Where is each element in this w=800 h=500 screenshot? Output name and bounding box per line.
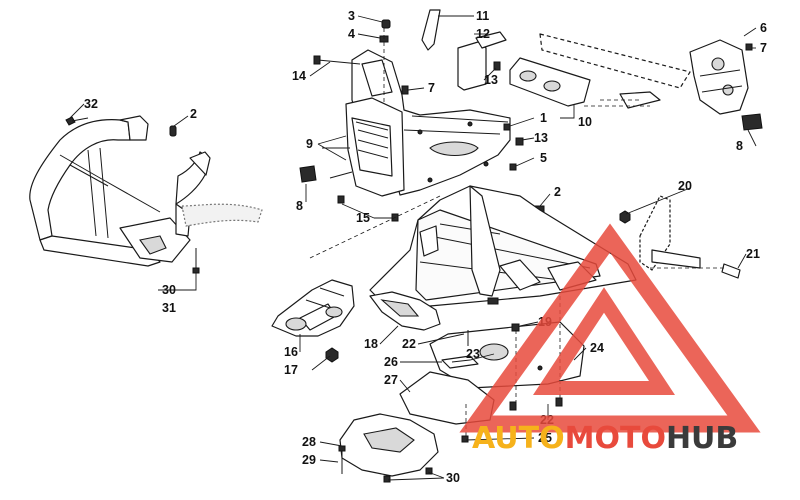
watermark-auto: AUTO — [472, 421, 565, 456]
screw-30-bottom — [383, 467, 433, 483]
bolt-29 — [338, 445, 346, 474]
callout-1: 1 — [540, 111, 547, 125]
watermark-hub: HUB — [666, 421, 738, 456]
callout-9: 9 — [306, 137, 313, 151]
front-bumper — [29, 115, 263, 267]
leader-lines — [69, 15, 757, 481]
callout-22: 22 — [402, 337, 416, 351]
callout-13: 13 — [484, 73, 498, 87]
bolt-22-23 — [467, 330, 563, 411]
bracket-6 — [689, 39, 749, 115]
callout-8: 8 — [736, 139, 743, 153]
inner-triangle-logo-icon — [533, 287, 675, 395]
automotohub-logo: AUTOMOTOHUB — [459, 223, 761, 456]
callout-11: 11 — [476, 9, 489, 23]
callout-23: 23 — [466, 347, 480, 361]
front-frame-rails — [369, 185, 637, 307]
bolt-3 — [381, 19, 391, 29]
callout-27: 27 — [384, 373, 398, 387]
callout-21: 21 — [746, 247, 760, 261]
callout-18: 18 — [364, 337, 378, 351]
nut-20 — [619, 210, 631, 224]
bracket-16 — [271, 279, 355, 337]
bumper-pad-8-right — [741, 113, 763, 131]
bumper-pad-8-left — [299, 165, 317, 183]
callout-17: 17 — [284, 363, 298, 377]
watermark-moto: MOTO — [565, 421, 666, 456]
shim-26 — [441, 355, 479, 369]
bracket-11 — [421, 9, 441, 51]
callout-4: 4 — [348, 27, 355, 41]
bolt-25 — [461, 435, 469, 443]
callout-14: 14 — [292, 69, 306, 83]
bracket-20 — [639, 195, 701, 271]
callout-26: 26 — [384, 355, 398, 369]
callout-8: 8 — [296, 199, 303, 213]
callout-2: 2 — [190, 107, 197, 121]
nut-17 — [325, 347, 339, 363]
bolt-7-center — [401, 85, 409, 95]
bolt-14 — [313, 55, 361, 65]
nut-13-top — [493, 61, 501, 71]
guard-18 — [369, 291, 441, 331]
bolt-9 — [322, 147, 353, 179]
callout-7: 7 — [760, 41, 767, 55]
bracket-plate-right — [539, 33, 691, 109]
plug-2-left — [169, 125, 177, 137]
plate-10 — [509, 57, 591, 107]
nut-13-right — [515, 137, 524, 146]
callout-6: 6 — [760, 21, 767, 35]
callout-29: 29 — [302, 453, 316, 467]
callout-30: 30 — [162, 283, 176, 297]
callout-28: 28 — [302, 435, 316, 449]
bolt-19 — [511, 323, 520, 332]
nut-7-right — [745, 43, 753, 51]
callout-24: 24 — [590, 341, 604, 355]
guard-28 — [339, 413, 439, 477]
callout-7: 7 — [428, 81, 435, 95]
callout-2: 2 — [554, 185, 561, 199]
callout-labels: 1 2 2 3 4 5 6 7 7 8 8 9 10 11 12 13 13 1… — [84, 9, 767, 485]
bolt-5 — [509, 163, 517, 171]
bolt-21 — [721, 263, 741, 279]
callout-20: 20 — [678, 179, 692, 193]
callout-10: 10 — [578, 115, 592, 129]
callout-16: 16 — [284, 345, 298, 359]
callout-5: 5 — [540, 151, 547, 165]
callout-13: 13 — [534, 131, 548, 145]
bolt-1 — [503, 123, 511, 131]
callout-30: 30 — [446, 471, 460, 485]
watermark-text: AUTOMOTOHUB — [472, 421, 738, 456]
callout-12: 12 — [476, 27, 490, 41]
block-12 — [457, 31, 507, 91]
callout-15: 15 — [356, 211, 370, 225]
screw-30-left — [192, 248, 200, 274]
callout-31: 31 — [162, 301, 176, 315]
callout-32: 32 — [84, 97, 98, 111]
steering-support-frame — [345, 49, 511, 197]
callout-3: 3 — [348, 9, 355, 23]
callout-25: 25 — [538, 431, 552, 445]
triangle-logo-icon — [459, 223, 761, 433]
